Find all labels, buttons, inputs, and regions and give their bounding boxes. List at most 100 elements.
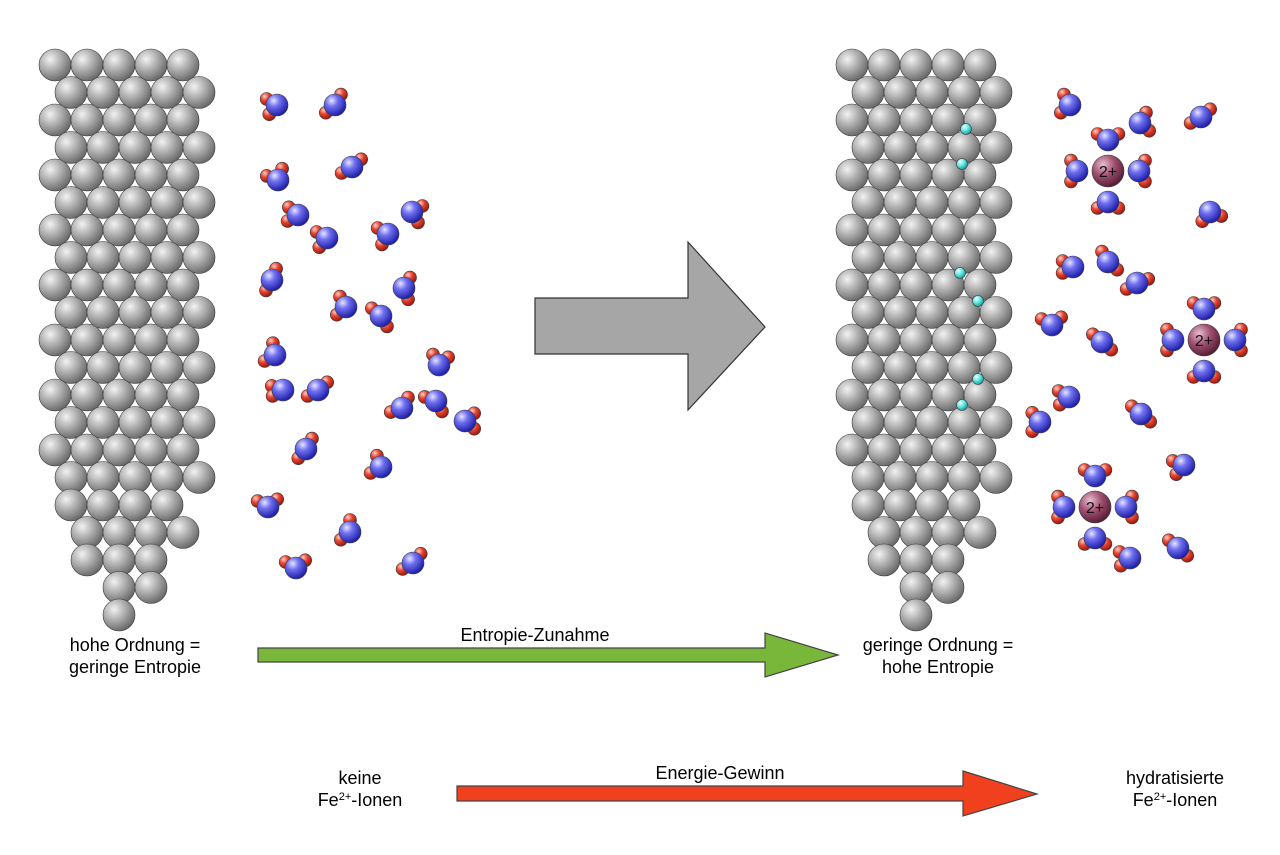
oxygen-atom	[294, 437, 318, 461]
iron-atom	[54, 406, 88, 439]
oxygen-atom	[1057, 385, 1081, 409]
iron-atom	[70, 158, 104, 192]
left-ions-line2: Fe2+-Ionen	[300, 789, 420, 811]
iron-atom	[915, 296, 949, 329]
fe-ion	[1078, 490, 1112, 524]
iron-atom	[883, 351, 917, 384]
iron-atom	[54, 186, 88, 219]
iron-atom	[883, 131, 917, 164]
iron-atom	[166, 158, 200, 192]
oxygen-atom	[369, 304, 393, 328]
iron-atom	[963, 158, 997, 192]
iron-atom	[70, 543, 104, 577]
iron-atom	[851, 351, 885, 384]
oxygen-atom	[323, 93, 347, 117]
oxygen-atom	[286, 203, 310, 227]
energy-arrow-label: Energie-Gewinn	[655, 763, 785, 783]
oxygen-atom	[1040, 313, 1064, 337]
oxygen-atom	[1161, 328, 1185, 352]
iron-atom	[102, 213, 136, 247]
iron-atom	[915, 131, 949, 164]
iron-atom	[102, 323, 136, 357]
iron-atom	[915, 186, 949, 219]
iron-atom	[915, 488, 949, 522]
iron-atom	[54, 76, 88, 109]
iron-atom	[899, 103, 933, 137]
oxygen-atom	[266, 168, 290, 192]
oxygen-atom	[392, 276, 416, 300]
iron-atom	[38, 378, 72, 412]
iron-atom	[86, 296, 120, 329]
oxygen-atom	[1028, 410, 1052, 434]
iron-atom	[835, 158, 869, 192]
oxygen-atom	[338, 520, 362, 544]
iron-atom	[150, 186, 184, 219]
iron-atom	[979, 461, 1013, 494]
iron-atom	[54, 241, 88, 274]
iron-atom	[851, 406, 885, 439]
iron-atom	[166, 213, 200, 247]
iron-atom	[931, 103, 965, 137]
iron-atom	[835, 378, 869, 412]
iron-atom	[150, 241, 184, 274]
iron-atom	[835, 323, 869, 357]
iron-atom	[979, 296, 1013, 329]
oxygen-atom	[424, 389, 448, 413]
iron-atom	[134, 103, 168, 137]
right-state-line1: geringe Ordnung =	[862, 635, 1014, 655]
left-ions-charge: 2+	[338, 791, 352, 803]
iron-atom	[38, 158, 72, 192]
iron-atom	[150, 351, 184, 384]
electron	[956, 158, 968, 170]
iron-atom	[86, 351, 120, 384]
right-state-label: geringe Ordnung = hohe Entropie	[838, 634, 1038, 678]
iron-atom	[963, 516, 997, 549]
iron-atom	[899, 433, 933, 467]
fe-ion	[1187, 323, 1221, 357]
right-ions-suffix: -Ionen	[1166, 790, 1218, 810]
iron-atom	[70, 378, 104, 412]
iron-atom	[134, 433, 168, 467]
iron-atom	[947, 406, 981, 439]
iron-atom	[38, 48, 72, 82]
iron-atom	[867, 543, 901, 577]
iron-atom	[118, 351, 152, 384]
iron-atom	[70, 268, 104, 302]
iron-lattice-ordered	[38, 48, 216, 632]
oxygen-atom	[1114, 495, 1138, 519]
electron	[956, 399, 968, 411]
iron-atom	[899, 48, 933, 82]
iron-atom	[118, 488, 152, 522]
iron-atom	[118, 241, 152, 274]
iron-atom	[134, 571, 168, 604]
iron-atom	[835, 213, 869, 247]
electrons-group	[954, 123, 984, 411]
iron-atom	[134, 48, 168, 82]
iron-lattice-dissolving	[835, 48, 1013, 632]
iron-atom	[899, 323, 933, 357]
iron-atom	[979, 131, 1013, 164]
iron-atom	[947, 241, 981, 274]
oxygen-atom	[390, 396, 414, 420]
iron-atom	[38, 103, 72, 137]
iron-atom	[883, 406, 917, 439]
iron-atom	[883, 488, 917, 522]
iron-atom	[134, 323, 168, 357]
iron-atom	[915, 351, 949, 384]
water-molecules-left	[250, 87, 481, 580]
oxygen-atom	[1128, 111, 1152, 135]
iron-atom	[102, 103, 136, 137]
oxygen-atom	[369, 455, 393, 479]
left-ions-suffix: -Ionen	[351, 790, 403, 810]
iron-atom	[102, 268, 136, 302]
iron-atom	[835, 268, 869, 302]
oxygen-atom	[315, 226, 339, 250]
fe-ion	[1091, 154, 1125, 188]
ion-charge-label: 2+	[1086, 500, 1104, 517]
oxygen-atom	[427, 353, 451, 377]
oxygen-atom	[1192, 297, 1216, 321]
right-ions-line1: hydratisierte	[1125, 768, 1225, 788]
oxygen-atom	[400, 200, 424, 224]
iron-atom	[54, 131, 88, 164]
iron-atom	[915, 406, 949, 439]
